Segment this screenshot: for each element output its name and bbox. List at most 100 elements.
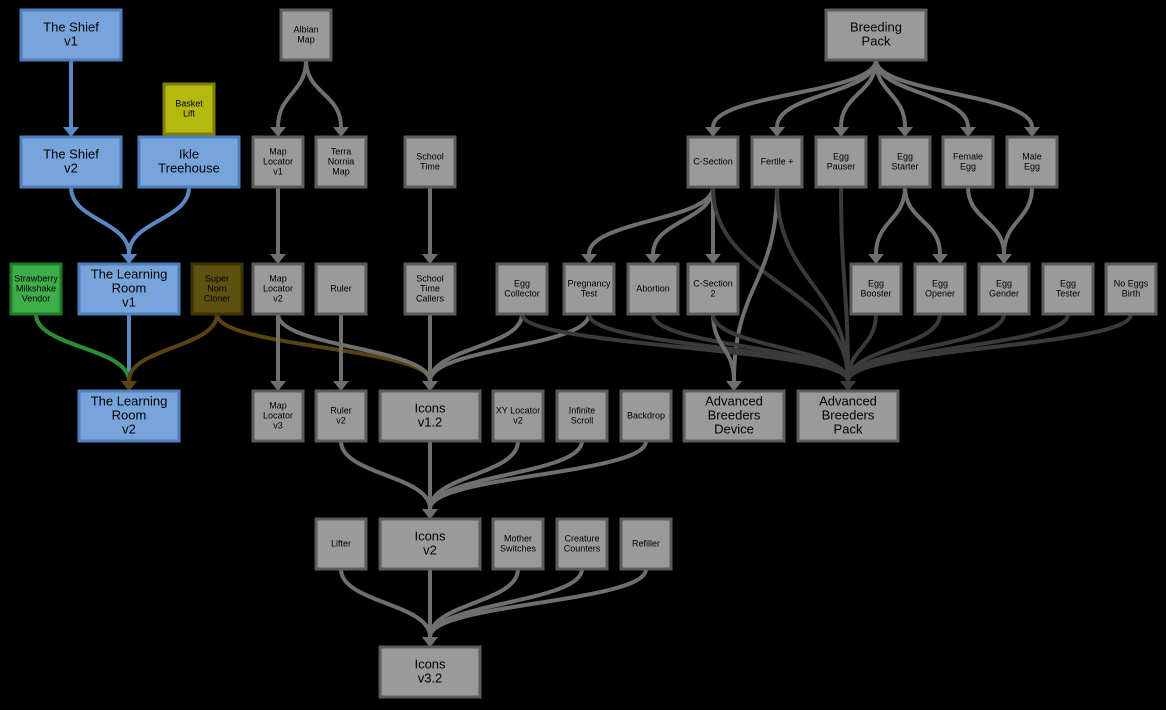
node-label: C-Section xyxy=(693,278,733,288)
node-label: Terra xyxy=(331,146,352,156)
arrowhead-no_eggs_birth-to-adv_breeders_pack xyxy=(840,381,856,391)
node-label: Locator xyxy=(263,156,293,166)
edge-super_norn-to-learning_room_v2 xyxy=(127,313,219,382)
node-lifter[interactable]: Lifter xyxy=(314,517,368,571)
node-c-section[interactable]: C-Section xyxy=(686,135,740,189)
node-label: The Learning xyxy=(91,393,168,408)
node-fertile-plus[interactable]: Fertile + xyxy=(750,135,804,189)
node-label: Breeding xyxy=(850,19,902,34)
node-box xyxy=(251,135,305,189)
node-refiller[interactable]: Refiller xyxy=(619,517,673,571)
node-box xyxy=(314,517,368,571)
node-ruler[interactable]: Ruler xyxy=(314,262,368,316)
arrowhead-backdrop-to-icons_v2 xyxy=(422,509,438,519)
node-label: Treehouse xyxy=(158,160,220,175)
arrowhead-breeding_pack-to-male_egg xyxy=(1024,127,1040,137)
node-box xyxy=(750,135,804,189)
node-label: Tester xyxy=(1056,288,1081,298)
node-label: v2 xyxy=(64,160,78,175)
arrowhead-map_locator_v1-to-map_locator_v2 xyxy=(270,254,286,264)
node-label: Time xyxy=(420,283,440,293)
node-label: v2 xyxy=(122,421,136,436)
node-box xyxy=(19,135,123,189)
edge-egg_starter-to-egg_opener xyxy=(903,186,942,255)
node-label: Mother xyxy=(504,533,532,543)
node-label: Advanced xyxy=(819,393,877,408)
node-box xyxy=(686,262,740,316)
node-abortion[interactable]: Abortion xyxy=(626,262,680,316)
node-label: Booster xyxy=(860,288,891,298)
node-box xyxy=(314,389,368,443)
node-label: Vendor xyxy=(22,293,51,303)
node-label: Egg xyxy=(932,278,948,288)
node-label: Creature xyxy=(564,533,599,543)
node-label: Advanced xyxy=(705,393,763,408)
node-backdrop[interactable]: Backdrop xyxy=(619,389,673,443)
arrowhead-albian_map-to-terra_nornia xyxy=(333,127,349,137)
node-box xyxy=(378,517,482,571)
node-label: C-Section xyxy=(693,156,733,166)
node-label: Starter xyxy=(891,161,918,171)
node-box xyxy=(686,135,740,189)
node-label: No Eggs xyxy=(1114,278,1149,288)
node-box xyxy=(314,262,368,316)
node-label: Icons xyxy=(414,400,446,415)
node-label: Egg xyxy=(897,151,913,161)
edge-c_section_2-to-adv_breeders_device xyxy=(711,313,736,382)
node-label: Egg xyxy=(514,278,530,288)
arrowhead-egg_starter-to-egg_opener xyxy=(932,254,948,264)
edge-shief_v2-to-learning_room_v1 xyxy=(69,186,131,255)
arrowhead-egg_starter-to-egg_booster xyxy=(868,254,884,264)
node-box xyxy=(814,135,868,189)
node-label: Test xyxy=(581,288,598,298)
arrowhead-pregnancy_test-to-icons_v12 xyxy=(422,381,438,391)
node-box xyxy=(77,262,181,316)
node-label: Locator xyxy=(263,410,293,420)
node-box xyxy=(491,517,545,571)
node-label: Super xyxy=(205,273,229,283)
node-label: Female xyxy=(953,151,983,161)
node-label: Backdrop xyxy=(627,410,665,420)
node-box xyxy=(251,262,305,316)
node-label: 2 xyxy=(710,288,715,298)
arrowhead-c_section_2-to-adv_breeders_device xyxy=(726,381,742,391)
